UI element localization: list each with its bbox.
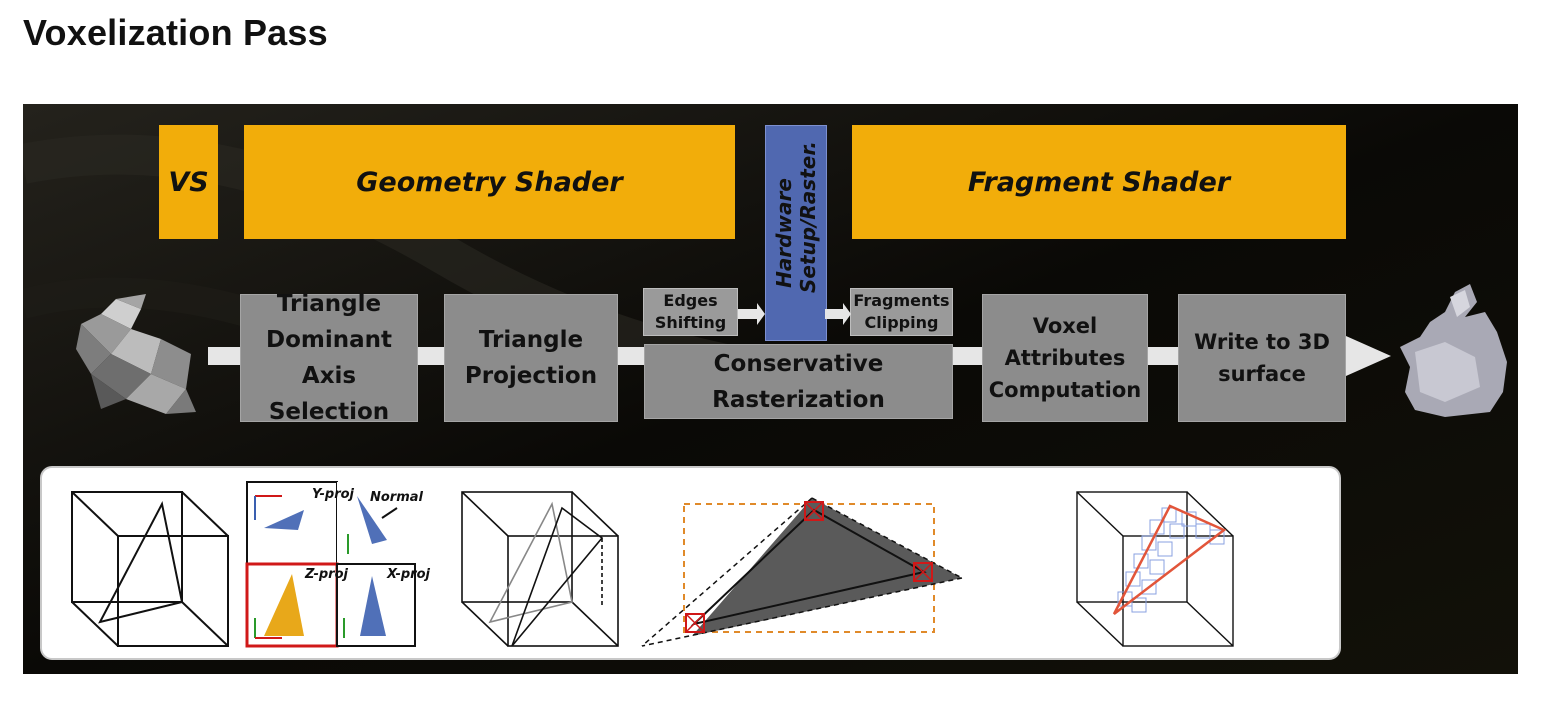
projection-grid-illustration: Y-proj Normal Z-proj X-proj [245,481,431,648]
bunny-voxel-icon [1400,284,1507,417]
diagram-panel: VS Geometry Shader Hardware Setup/Raster… [23,104,1518,674]
triangle-dominant-axis-box: Triangle Dominant Axis Selection [240,291,418,425]
svg-text:X-proj: X-proj [386,567,431,582]
hardware-arrows [738,303,851,325]
edges-shifting-box: Edges Shifting [643,288,738,336]
page-title: Voxelization Pass [23,12,328,53]
cube-triangle-illustration [71,491,229,647]
fragment-shader-stage: Fragment Shader [852,125,1346,239]
conservative-raster-illustration [641,497,963,647]
svg-text:Z-proj: Z-proj [304,567,349,582]
vs-stage: VS [159,125,218,239]
svg-text:Y-proj: Y-proj [312,487,355,502]
fragments-clipping-box: Fragments Clipping [850,288,953,336]
svg-text:Normal: Normal [370,490,424,505]
voxelized-cube-illustration [1076,491,1234,647]
write-3d-surface-box: Write to 3D surface [1178,294,1346,422]
bunny-lowpoly-icon [76,294,196,414]
voxel-attributes-box: Voxel Attributes Computation [982,294,1148,422]
illustration-panel: Y-proj Normal Z-proj X-proj [40,466,1341,660]
hardware-stage-label: Hardware Setup/Raster. [772,141,820,293]
illustrations-svg: Y-proj Normal Z-proj X-proj [71,481,1234,648]
geometry-shader-stage: Geometry Shader [244,125,735,239]
conservative-rasterization-box: Conservative Rasterization [644,344,953,419]
triangle-projection-box: Triangle Projection [444,294,618,422]
hardware-stage: Hardware Setup/Raster. [765,125,827,341]
cube-projected-illustration [461,491,619,647]
